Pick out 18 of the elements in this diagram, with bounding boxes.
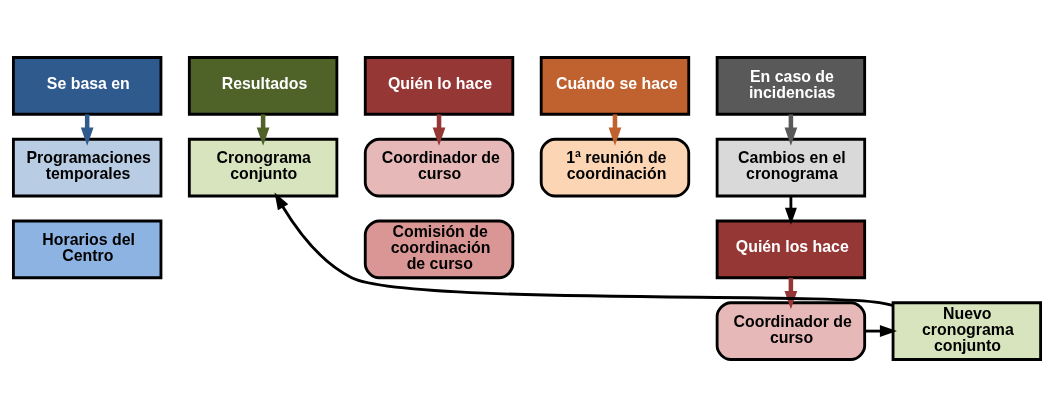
arrow bbox=[784, 195, 797, 225]
node-box: 1ª reunión de coordinación bbox=[539, 137, 691, 197]
node-box: Resultados bbox=[187, 55, 339, 116]
node-box: Coordinador de curso bbox=[363, 137, 515, 197]
node-box: Cuándo se hace bbox=[539, 55, 691, 116]
node-box: Comisión de coordinación de curso bbox=[363, 219, 515, 279]
node-box: Se basa en bbox=[12, 55, 163, 116]
node-box: Nuevo cronograma conjunto bbox=[891, 300, 1042, 361]
node-box: Quién los hace bbox=[715, 219, 867, 279]
node-box: Horarios del Centro bbox=[12, 219, 163, 279]
node-box: Quién lo hace bbox=[363, 55, 515, 116]
node-box: En caso de incidencias bbox=[715, 55, 867, 116]
node-box: Programaciones temporales bbox=[12, 137, 163, 197]
node-box: Cronograma conjunto bbox=[187, 137, 339, 197]
node-box: Cambios en el cronograma bbox=[715, 137, 867, 197]
arrow bbox=[864, 324, 897, 337]
arrow bbox=[274, 192, 894, 307]
node-box: Coordinador de curso bbox=[715, 300, 867, 361]
